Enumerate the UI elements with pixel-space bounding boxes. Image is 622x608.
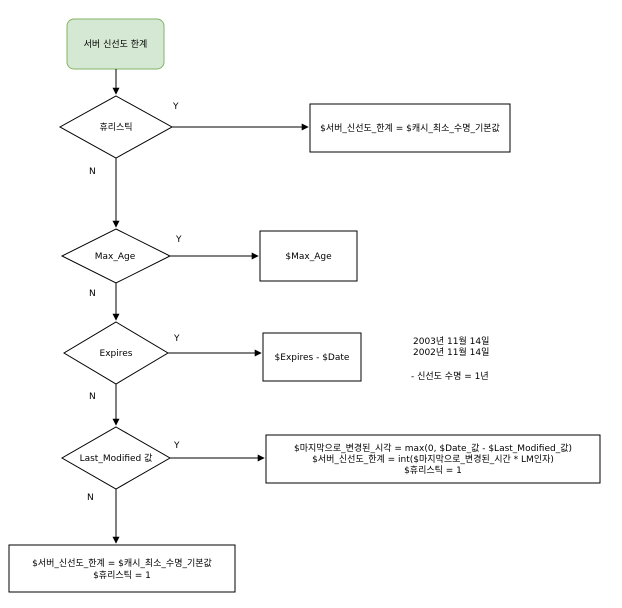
start-label: 서버 신선도 한계 [84, 38, 148, 50]
decision-last-modified-label: Last_Modified 값 [80, 452, 153, 464]
result-expires-text: $Expires - $Date [275, 353, 350, 363]
no-label-4: N [87, 493, 94, 503]
note-line-1: 2003년 11월 14일 [413, 335, 489, 347]
result-fallback [8, 544, 236, 593]
decision-max-age-label: Max_Age [95, 252, 136, 262]
yes-label-2: Y [175, 235, 182, 245]
result-max-age-text: $Max_Age [285, 252, 332, 262]
result-max-age [259, 230, 358, 282]
yes-label-1: Y [172, 102, 179, 112]
result-last-modified [265, 434, 601, 484]
yes-label-4: Y [173, 441, 180, 451]
decision-expires-label: Expires [100, 349, 133, 359]
result-last-modified-line-3: $휴리스틱 = 1 [404, 464, 462, 476]
no-label-1: N [89, 167, 96, 177]
result-expires [262, 332, 362, 382]
note-line-4: - 신선도 수명 = 1년 [411, 371, 489, 382]
result-fallback-line-1: $서버_신선도_한계 = $캐시_최소_수명_기본값 [32, 557, 212, 569]
no-label-2: N [89, 289, 96, 299]
no-label-3: N [89, 392, 96, 402]
decision-heuristic-label: 휴리스틱 [99, 121, 132, 133]
note-line-2: 2002년 11월 14일 [413, 346, 489, 358]
result-heuristic [309, 103, 511, 153]
result-last-modified-line-1: $마지막으로_변경된_시각 = max(0, $Date_값 - $Last_M… [294, 442, 572, 454]
result-heuristic-text: $서버_신선도_한계 = $캐시_최소_수명_기본값 [320, 122, 500, 134]
result-fallback-line-2: $휴리스틱 = 1 [93, 569, 151, 581]
yes-label-3: Y [173, 334, 180, 344]
result-last-modified-line-2: $서버_신선도_한계 = int($마지막으로_변경된_시간 * LM인자) [312, 453, 554, 465]
